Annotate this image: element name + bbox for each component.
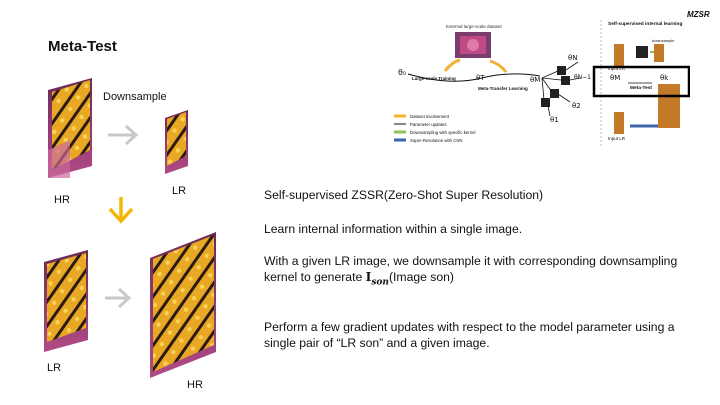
- theta-m: θM: [530, 76, 541, 84]
- downsample-label: Downsample: [103, 91, 167, 103]
- hr-image-top: [48, 78, 92, 178]
- meta-test-small-label: Meta-Test: [630, 86, 653, 91]
- math-i: I: [365, 270, 372, 284]
- downsample-arrow: [108, 124, 139, 146]
- theta-t: θT: [476, 74, 485, 82]
- paragraph-downsample-prefix: kernel to generate: [264, 270, 366, 284]
- theta-1: θ1: [550, 116, 559, 124]
- meta-transfer-learning-label: Meta-Transfer Learning: [478, 86, 528, 91]
- paragraph-zssr: Self-supervised ZSSR(Zero-Shot Super Res…: [264, 188, 544, 202]
- theta-k: θk: [660, 74, 669, 82]
- math-son: son: [371, 277, 389, 288]
- method-figure: External large-scale dataset θ₀ Large-sc…: [390, 16, 690, 151]
- sr-arrow: [105, 287, 132, 309]
- legend-labels: Dataset involvement Parameter updates Do…: [410, 113, 475, 145]
- figure-legend: [394, 114, 406, 142]
- input-lr-label-2: Input LR: [608, 136, 626, 141]
- meta-test-illustration: [44, 78, 216, 378]
- corner-tag: MZSR: [687, 10, 710, 19]
- lr-label-bottom: LR: [47, 362, 62, 374]
- lr-image-top: [165, 110, 188, 174]
- hr-label-top: HR: [54, 194, 70, 206]
- meta-test-highlight-box: [592, 65, 690, 98]
- paragraph-internal-info: Learn internal information within a sing…: [264, 222, 523, 236]
- paragraph-downsample: With a given LR image, we downsample it …: [264, 253, 704, 290]
- lr-image-bottom: [44, 250, 88, 352]
- lr-label-top: LR: [172, 185, 187, 197]
- large-scale-training-label: Large-scale Training: [412, 76, 456, 81]
- paragraph-gradient-line2: single pair of “LR son” and a given imag…: [264, 336, 490, 350]
- self-supervised-label: Self-supervised internal learning: [608, 22, 683, 27]
- theta-0: θ₀: [398, 68, 407, 77]
- slide-title: Meta-Test: [48, 38, 117, 55]
- yellow-down-arrow: [108, 197, 134, 224]
- paragraph-downsample-line1: With a given LR image, we downsample it …: [264, 254, 678, 268]
- paragraph-gradient-line1: Perform a few gradient updates with resp…: [264, 320, 675, 334]
- theta-n-1: θN−1: [574, 74, 592, 81]
- paragraph-downsample-line2: kernel to generate Ison(Image son): [264, 269, 704, 290]
- paragraph-downsample-suffix: (Image son): [388, 270, 454, 284]
- theta-2: θ2: [572, 102, 581, 110]
- legend-item-dataset: Dataset involvement: [410, 114, 449, 119]
- input-lr-label: Input LR: [608, 66, 626, 71]
- hr-label-bottom: HR: [187, 379, 203, 391]
- legend-item-sr: Super-Resolution with CNN: [410, 138, 463, 143]
- legend-item-parameter: Parameter updates: [410, 122, 447, 127]
- paragraph-gradient: Perform a few gradient updates with resp…: [264, 319, 714, 351]
- legend-item-downsampling: Downsampling with specific kernel: [410, 130, 476, 135]
- downsample-small-label: downsample: [652, 38, 675, 43]
- hr-image-bottom: [150, 232, 216, 378]
- theta-n: θN: [568, 54, 578, 62]
- theta-m-right: θM: [610, 74, 621, 82]
- dataset-label: External large-scale dataset: [446, 24, 502, 29]
